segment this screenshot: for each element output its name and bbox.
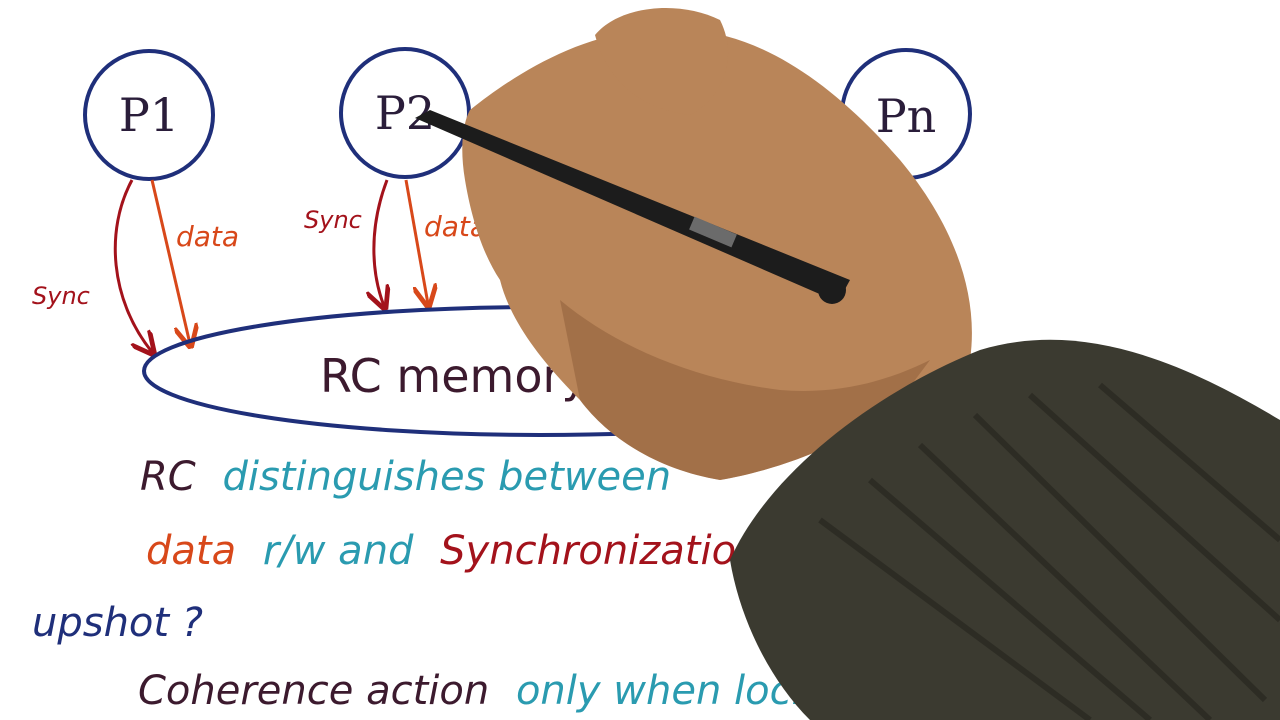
sync-arrow-p2	[374, 179, 387, 306]
sync-label-p2: Sync	[304, 206, 362, 234]
pen	[415, 110, 850, 304]
sync-arrow-p1	[113, 179, 152, 352]
processor-label: Pn	[876, 89, 937, 143]
sync-label-p1: Sync	[32, 282, 90, 310]
note-data: data	[146, 528, 236, 574]
processor-circle	[83, 49, 215, 181]
processor-p1: P1	[83, 49, 215, 181]
note-distinguishes: distinguishes between	[222, 454, 671, 500]
processor-label: P1	[119, 88, 179, 142]
data-arrow-p2	[404, 179, 428, 304]
data-arrow-p1	[150, 179, 190, 344]
sweater-sleeve	[730, 339, 1280, 720]
note-coherence-action: Coherence action	[138, 668, 489, 714]
data-label-p1: data	[176, 220, 239, 253]
note-line-1: RC distinguishes between	[140, 454, 671, 500]
note-upshot: upshot ?	[32, 600, 203, 646]
processor-p2: P2	[339, 47, 471, 179]
note-line-4: Coherence action only when lock released	[138, 668, 1000, 714]
note-rc: RC	[140, 454, 196, 500]
note-rw-and: r/w and	[263, 528, 414, 574]
